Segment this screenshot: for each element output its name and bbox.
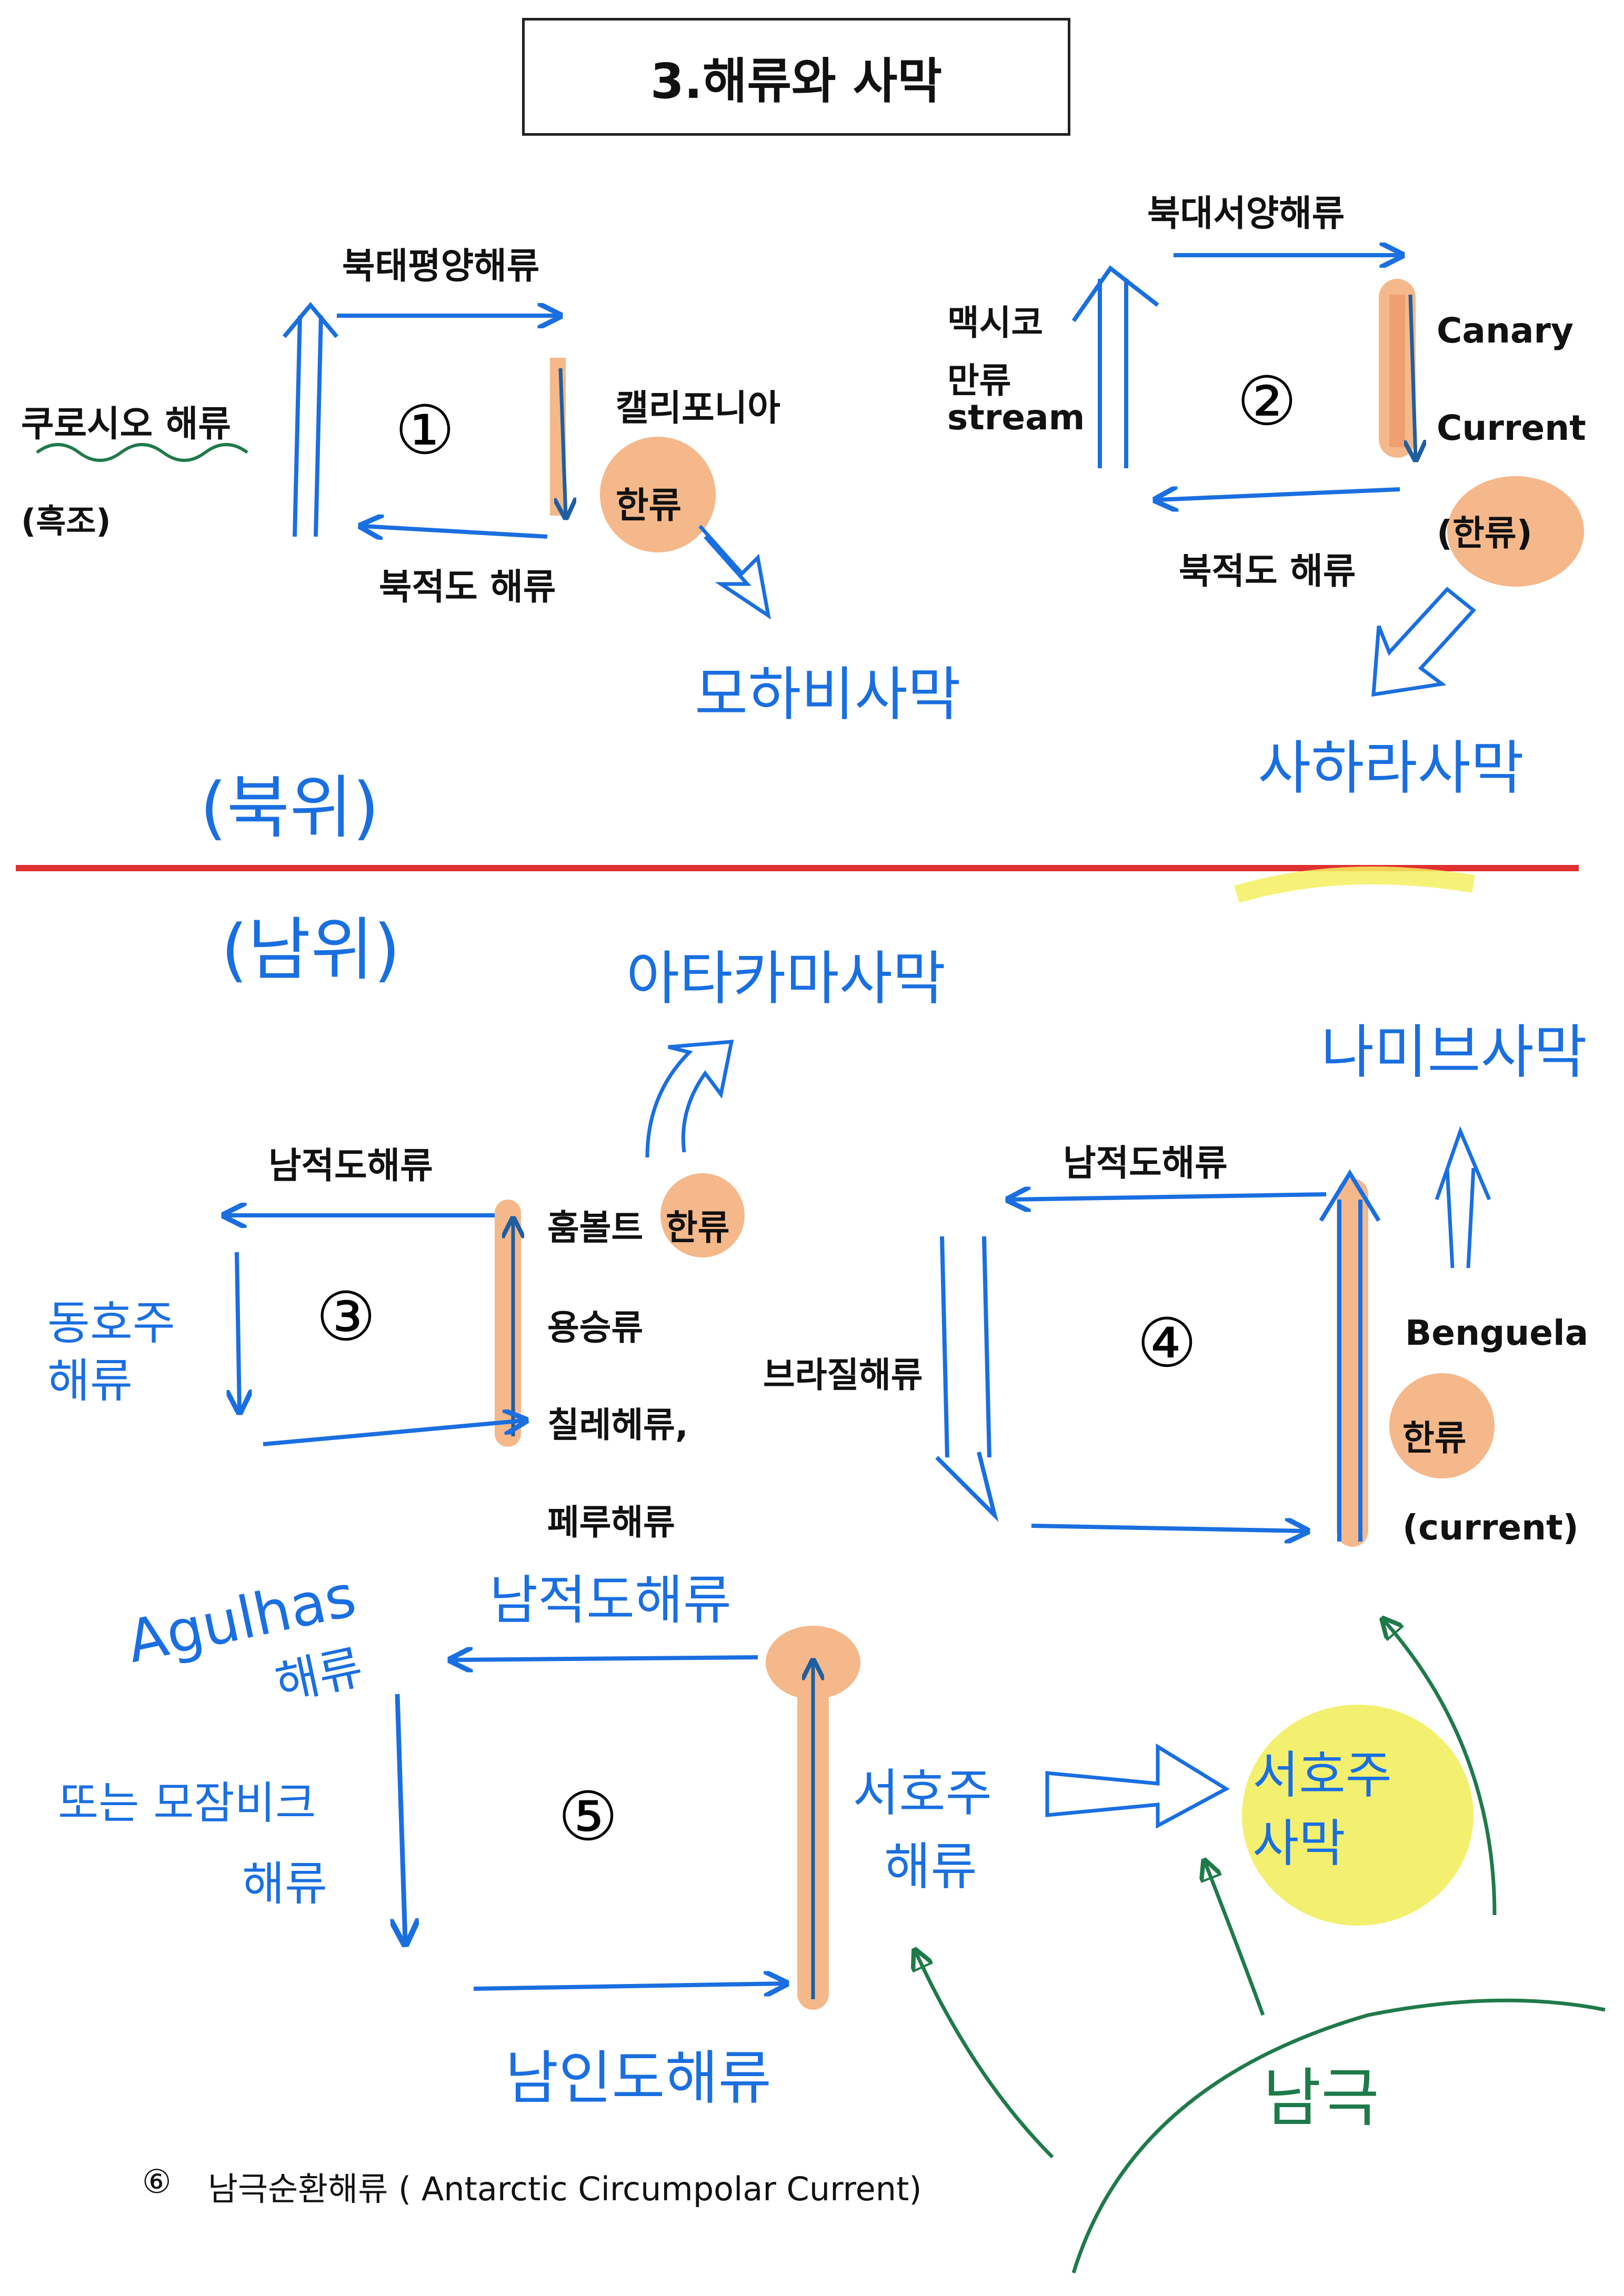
gyre2-left-line3: stream [947,397,1085,438]
gyre4-right-tag: 한류 [1402,1418,1467,1458]
green-flow-1 [916,1952,1054,2159]
gyre2-right-tag: (한류) [1437,513,1532,553]
south-indian-arrow [473,1983,784,1989]
atacama-arrow [645,1040,734,1158]
green-flow-3 [1384,1620,1497,1916]
gyre-4 [935,1126,1495,1547]
gyre3-right-line3: 칠레헤류, [547,1405,688,1445]
kuroshio-double-arrow [282,301,339,537]
gyre4-desert-label: 나미브사막 [1321,1019,1587,1086]
gyre2-bottom-label: 북적도 해류 [1179,551,1356,592]
gyre2-desert-label: 사하라사막 [1258,734,1524,802]
north-equatorial-arrow-1 [363,526,548,537]
gyre4-right-line2: (current) [1402,1507,1579,1548]
gyre-2 [1071,255,1584,697]
gyre-1-number: ① [395,391,455,470]
antarctica-label: 남극 [1263,2062,1379,2135]
gyre1-left-label: 쿠로시오 해류 [21,404,232,445]
gyre5-bottom-label: 남인도해류 [505,2045,771,2112]
south-hemisphere-label: (남위) [221,910,400,990]
page-title: 3.해류와 사막 [650,53,943,109]
gyre-1 [36,301,771,620]
canary-current-band-inner [1389,295,1405,447]
gyre5-right-line1: 서호주 [853,1764,992,1822]
namib-arrow [1435,1126,1491,1268]
gyre-3 [226,1040,745,1447]
gyre5-left-line4: 해류 [242,1857,327,1911]
brazil-current-arrow [935,1236,999,1523]
yellow-highlight-stroke [1234,867,1475,903]
gyre2-left-line1: 맥시코 [947,303,1044,343]
gyre-5-number: ⑤ [558,1778,618,1856]
title-box: 3.해류와 사막 [522,18,1070,136]
gyre1-right-label: 캘리포니아 [616,388,780,429]
gyre5-desert-label: 서호주 사막 [1252,1746,1392,1873]
humboldt-current-band [495,1200,521,1447]
gyre2-top-label: 북대서양해류 [1147,193,1345,235]
gyre3-right-line1: 훔볼트 [547,1207,644,1248]
north-equatorial-arrow-2 [1158,489,1400,500]
south-equatorial-arrow-4 [1010,1194,1327,1200]
gyre1-top-label: 북태평양해류 [342,246,540,287]
california-cold-blob [600,437,716,552]
gyre4-left-label: 브라질해류 [763,1355,923,1395]
gyre5-right-line2: 해류 [884,1837,977,1896]
gyre2-right-line1: Canary [1437,310,1574,351]
sahara-arrow [1371,587,1477,697]
gyre-3-number: ③ [316,1278,376,1356]
bottom-return-arrow-4 [1031,1526,1305,1531]
gyre1-left-sub: (흑조) [21,502,111,540]
gyre3-desert-label: 아타카마사막 [626,945,946,1012]
antarctica-coastline [1071,1998,1606,2274]
humboldt-cold-blob [660,1173,745,1257]
benguela-current-arrow [1319,1169,1381,1542]
gyre-4-number: ④ [1137,1304,1197,1383]
gyre3-right-line4: 페루해류 [547,1502,675,1543]
gyre1-bottom-label: 북적도 해류 [379,567,556,608]
gyre1-desert-label: 모하비사막 [695,661,961,728]
gyre3-right-line2: 용승류 [547,1307,644,1348]
gyre4-right-line1: Benguela [1405,1313,1589,1353]
west-australian-desert-arrow [1045,1743,1230,1829]
gyre3-right-tag: 한류 [666,1207,730,1248]
gyre5-left-line3: 또는 모잠비크 [58,1777,316,1829]
benguela-cold-blob [1389,1373,1495,1478]
south-equatorial-arrow-5 [453,1657,758,1660]
gyre4-top-label: 남적도해류 [1063,1143,1228,1184]
footer-text: 남극순환해류 ( Antarctic Circumpolar Current) [208,2170,922,2208]
california-current-arrow [560,368,566,516]
gulf-stream-double-arrow [1071,265,1159,468]
east-australian-arrow [237,1252,239,1410]
gyre1-right-tag: 한류 [616,485,682,527]
west-australian-desert-blob [1242,1705,1473,1926]
gyre2-right-line2: Current [1437,408,1586,448]
mojave-arrow [698,525,771,620]
footer-marker: ⑥ [142,2162,172,2201]
green-flow-2 [1205,1862,1265,2016]
north-hemisphere-label: (북위) [200,768,379,848]
kuroshio-wavy-underline [36,443,248,462]
bottom-return-arrow-3 [263,1421,524,1446]
gyre3-top-label: 남적도해류 [268,1145,433,1187]
gyre3-left-label: 동호주 해류 [47,1296,175,1408]
canary-cold-blob [1447,476,1584,587]
gyre2-left-line2: 만류 [947,360,1011,401]
canary-current-arrow [1410,294,1416,458]
gyre-5 [397,1620,1606,2274]
gyre-2-number: ② [1237,362,1297,441]
gyre5-top-label: 남적도해류 [489,1569,731,1631]
agulhas-current-arrow [397,1694,405,1941]
